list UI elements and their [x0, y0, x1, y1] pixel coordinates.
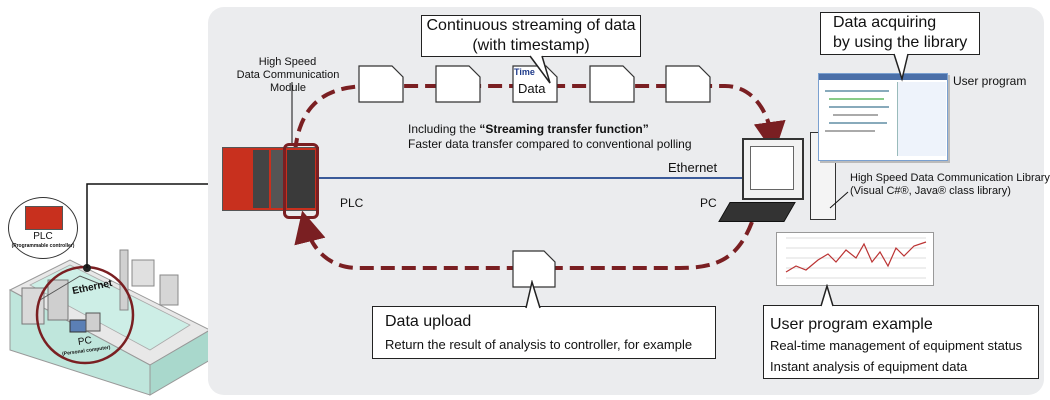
streaming-note-line1: Including the “Streaming transfer functi…	[408, 122, 649, 136]
factory-plc-label: PLC	[33, 231, 53, 242]
code-line	[825, 90, 889, 92]
module-pointer-line	[291, 82, 293, 146]
library-pointer-line	[829, 191, 849, 209]
code-line	[829, 106, 889, 108]
example-callout: User program example Real-time managemen…	[763, 305, 1039, 379]
upload-callout: Data upload Return the result of analysi…	[372, 306, 716, 359]
upload-document-icon	[512, 250, 556, 288]
streaming-callout-pointer	[529, 55, 551, 84]
module-label-line2: Data Communication Module	[236, 69, 340, 94]
upload-callout-title: Data upload	[385, 313, 472, 330]
data-document-icon	[358, 65, 404, 103]
streaming-note-line2: Faster data transfer compared to convent…	[408, 137, 692, 151]
plc-module-slot	[253, 150, 269, 208]
plc-unit	[222, 147, 319, 211]
example-callout-title: User program example	[770, 316, 933, 333]
analysis-graph-thumbnail	[776, 232, 934, 286]
streaming-note-prefix: Including the	[408, 122, 480, 136]
module-label-line1: High Speed	[258, 56, 317, 68]
acquire-callout-line1: Data acquiring	[833, 14, 937, 31]
code-line	[833, 114, 878, 116]
pc-monitor	[742, 138, 804, 200]
plc-label: PLC	[340, 196, 364, 210]
data-document-icon	[589, 65, 635, 103]
example-callout-pointer	[820, 284, 834, 307]
doc-time-label: Time	[514, 67, 535, 77]
factory-illustration	[8, 249, 210, 396]
library-label-line2: (Visual C#®, Java® class library)	[850, 185, 1011, 197]
user-program-window	[818, 73, 948, 161]
user-program-label: User program	[953, 74, 1027, 88]
plc-module-slot	[271, 150, 285, 208]
library-label-line1: High Speed Data Communication Library	[850, 172, 1050, 184]
code-line	[829, 122, 887, 124]
module-highlight	[283, 143, 319, 219]
streaming-callout-line1: Continuous streaming of data	[426, 17, 636, 34]
data-document-icon	[665, 65, 711, 103]
ethernet-label: Ethernet	[668, 160, 718, 175]
factory-plc-bubble: PLC (Programmable controller)	[8, 197, 78, 259]
acquire-callout: Data acquiring by using the library	[820, 12, 980, 55]
factory-connector	[86, 183, 222, 268]
streaming-callout: Continuous streaming of data (with times…	[421, 15, 641, 57]
code-line	[825, 130, 875, 132]
factory-plc-sublabel: (Programmable controller)	[11, 243, 75, 249]
streaming-note-bold: “Streaming transfer function”	[479, 122, 649, 136]
code-line	[829, 98, 884, 100]
doc-data-label: Data	[518, 81, 546, 96]
example-callout-item1: Real-time management of equipment status	[770, 338, 1023, 353]
solution-explorer-pane	[897, 82, 946, 156]
pc-screen	[750, 146, 794, 190]
upload-arrow	[294, 210, 754, 270]
example-callout-item2: Instant analysis of equipment data	[770, 359, 968, 374]
plc-module-slot	[287, 150, 315, 208]
acquire-callout-pointer	[893, 53, 909, 82]
streaming-callout-line2: (with timestamp)	[472, 37, 590, 54]
pc-label: PC	[700, 196, 717, 210]
factory-plc-icon	[25, 206, 63, 230]
acquire-callout-line2: by using the library	[833, 34, 968, 51]
data-document-icon	[435, 65, 481, 103]
window-titlebar	[819, 74, 947, 80]
pc-keyboard	[718, 202, 796, 222]
upload-callout-desc: Return the result of analysis to control…	[385, 337, 693, 352]
upload-callout-pointer	[525, 280, 541, 309]
